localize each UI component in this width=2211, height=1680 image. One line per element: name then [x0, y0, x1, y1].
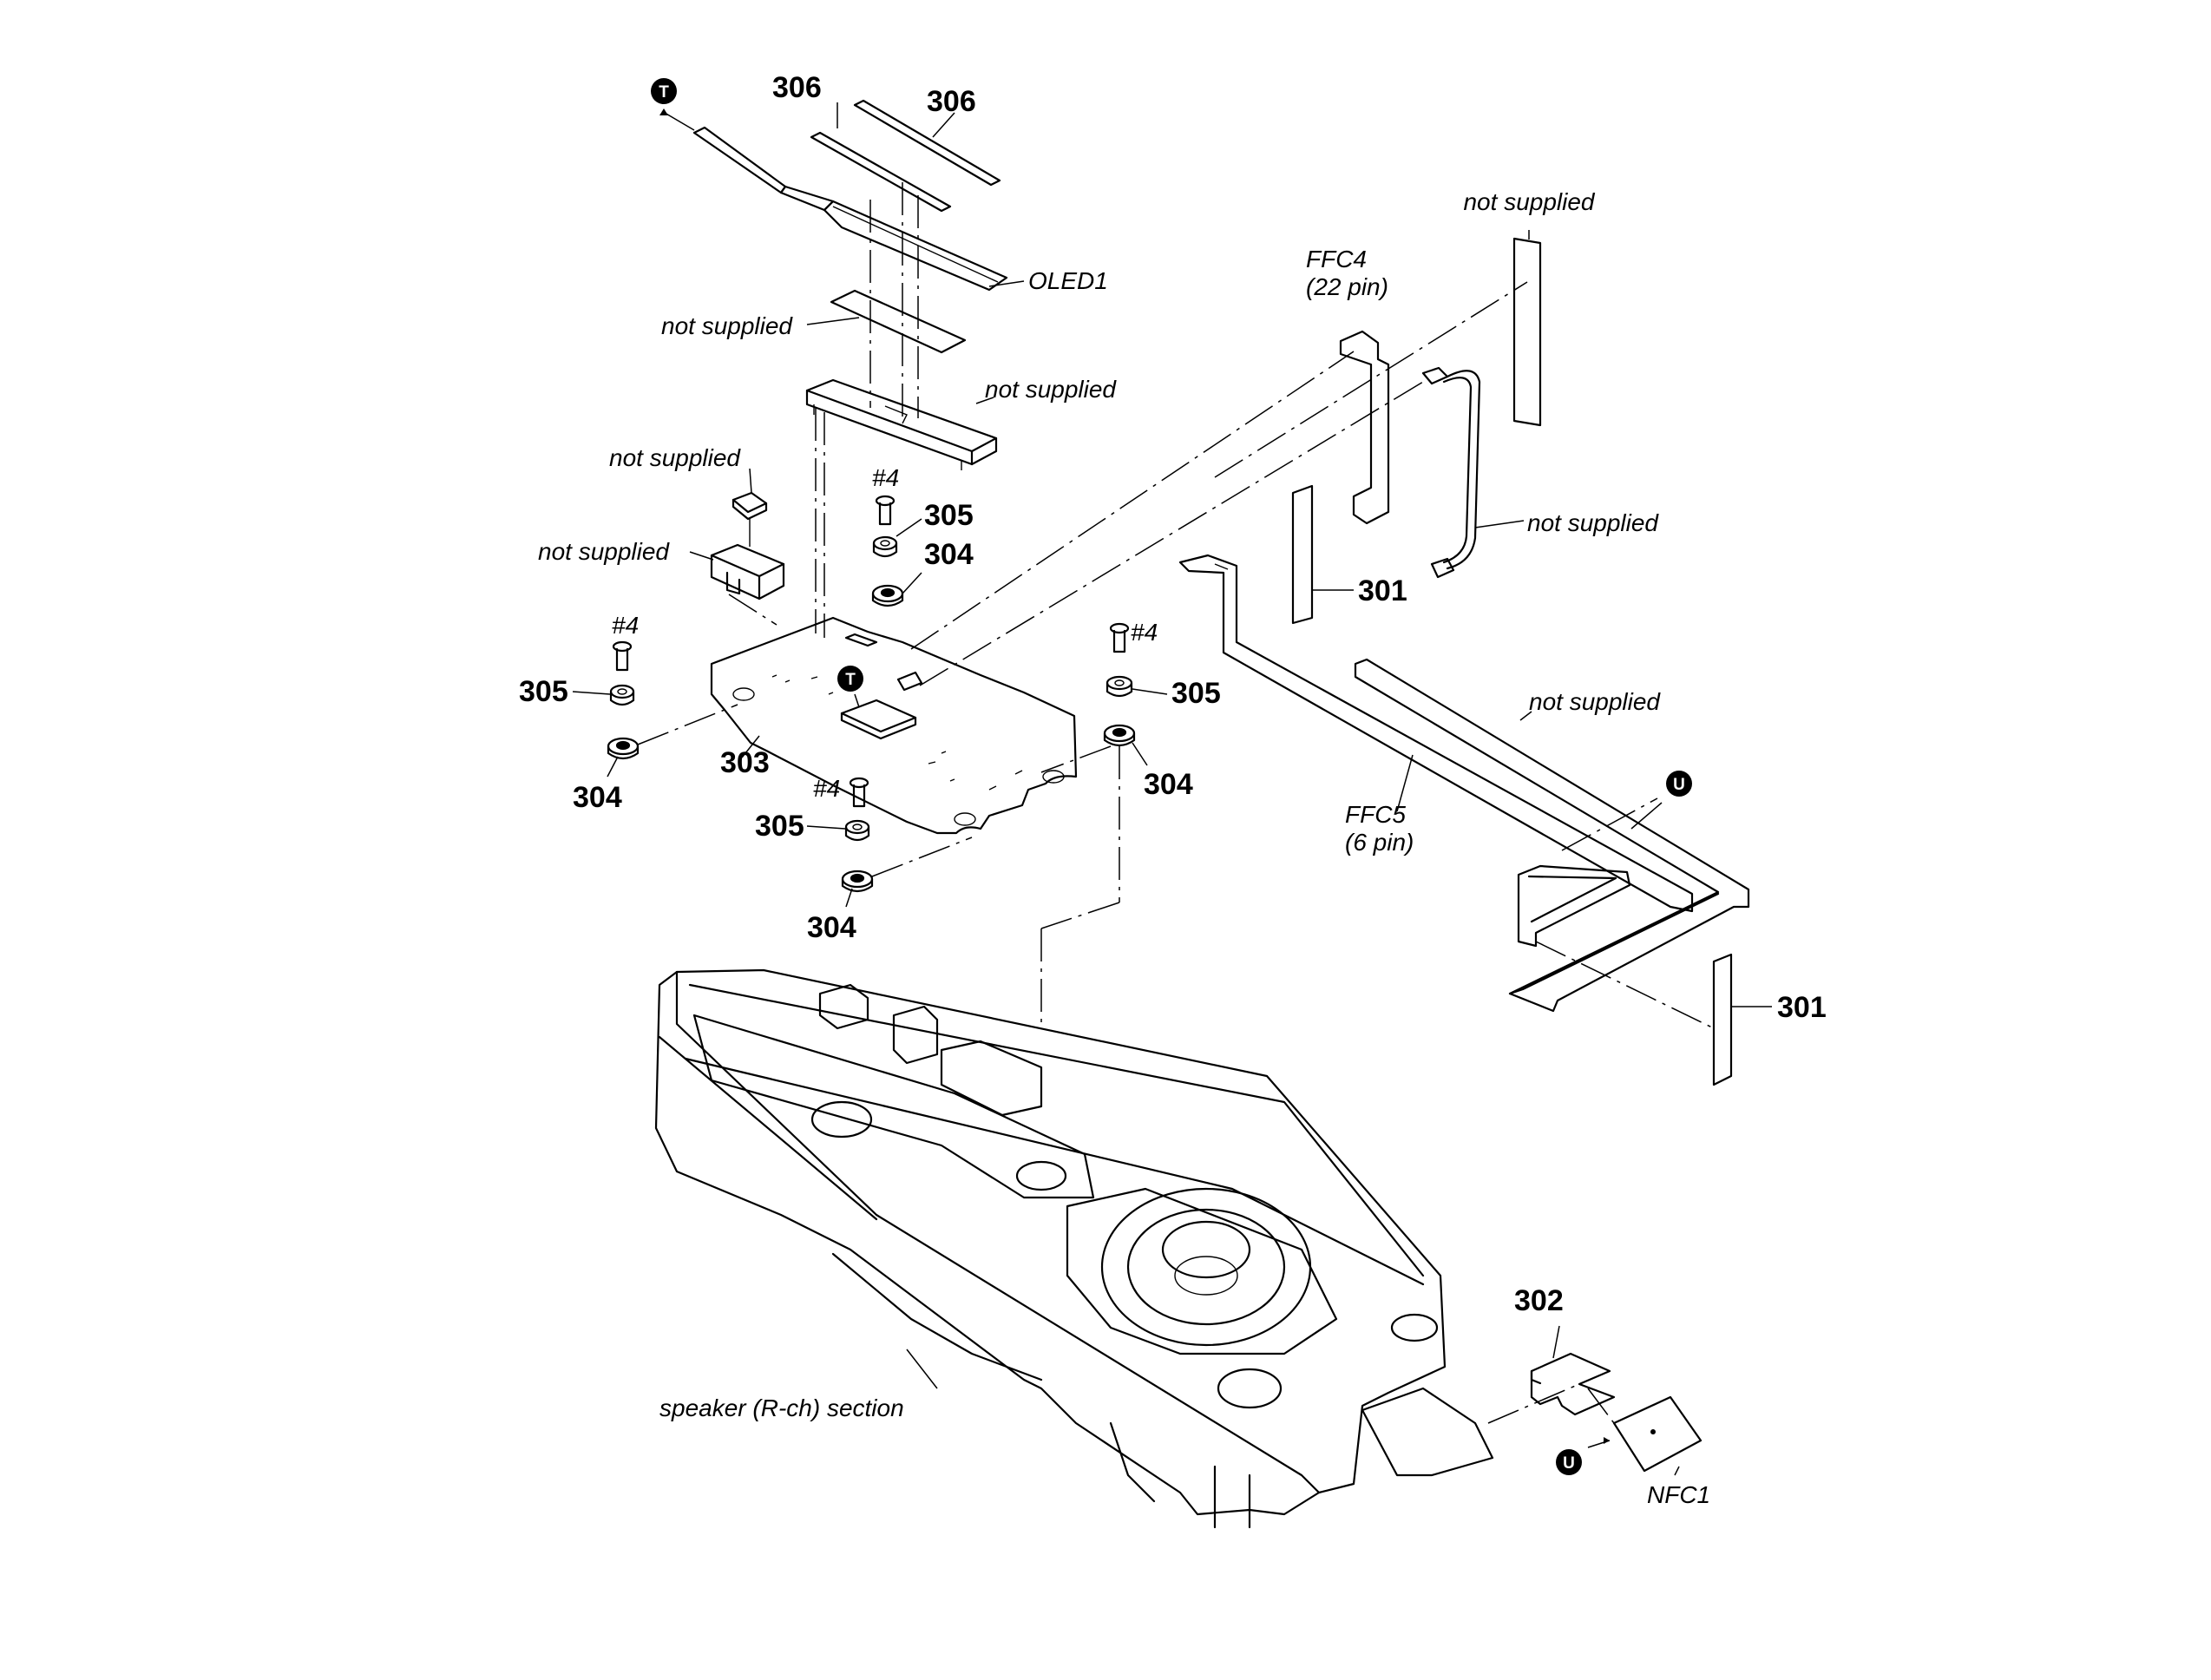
strip-306-b [853, 99, 1001, 187]
part-number-304-left: 304 [573, 781, 622, 814]
label-speaker-section: speaker (R-ch) section [659, 1395, 904, 1421]
label-not-supplied-block: not supplied [538, 538, 670, 565]
label-not-supplied-tape: not supplied [1463, 188, 1595, 215]
not-supplied-block [710, 543, 785, 600]
part-number-306-b: 306 [927, 85, 976, 118]
label-not-supplied-wire: not supplied [1527, 509, 1659, 536]
part-number-302: 302 [1514, 1284, 1564, 1317]
strip-306-a [810, 131, 952, 213]
part-number-304-right: 304 [1144, 768, 1193, 801]
label-not-supplied-holder: not supplied [985, 376, 1117, 403]
grommet-304-bottom [841, 870, 874, 893]
part-number-305-bottom: 305 [755, 810, 804, 843]
nfc1-board [1612, 1395, 1703, 1473]
svg-text:T: T [845, 671, 856, 689]
label-ffc4-pin: (22 pin) [1306, 273, 1388, 300]
washer-305-top [872, 535, 898, 558]
marker-t-top: T [651, 78, 677, 115]
part-number-301-upper: 301 [1358, 574, 1407, 607]
screw-top [875, 495, 896, 526]
strip-301-lower [1712, 953, 1733, 1086]
ffc5-cable [1178, 554, 1694, 913]
ffc4-cable [1339, 330, 1390, 525]
pcb-303 [710, 616, 1078, 835]
svg-text:T: T [659, 83, 669, 102]
washer-305-left [609, 684, 635, 706]
part-number-305-right: 305 [1171, 677, 1221, 710]
grommet-304-right [1103, 724, 1136, 747]
svg-text:U: U [1673, 776, 1685, 794]
bracket-302 [1530, 1352, 1616, 1416]
label-not-supplied-cap: not supplied [609, 444, 741, 471]
marker-t-board: T [837, 666, 863, 692]
grommet-304-top [871, 584, 904, 607]
not-supplied-wire [1421, 366, 1481, 579]
screw-label-bottom: #4 [813, 775, 840, 802]
oled-flat-cable [692, 126, 1008, 292]
label-not-supplied-strip: not supplied [661, 312, 793, 339]
screw-right [1109, 622, 1130, 653]
part-number-306-a: 306 [772, 71, 822, 104]
label-ffc5-pin: (6 pin) [1345, 829, 1414, 856]
part-number-305-top: 305 [924, 499, 974, 532]
screw-left [612, 640, 633, 672]
not-supplied-tape [1512, 237, 1542, 427]
washer-305-right [1106, 675, 1133, 698]
part-number-304-top: 304 [924, 538, 974, 571]
grommet-304-left [607, 737, 640, 760]
not-supplied-cap [732, 491, 768, 521]
part-number-301-lower: 301 [1777, 991, 1827, 1024]
marker-u-ffc: U [1666, 771, 1692, 797]
part-number-303: 303 [720, 746, 770, 779]
washer-305-bottom [844, 819, 870, 842]
svg-text:U: U [1563, 1454, 1575, 1473]
speaker-r-ch-section [654, 968, 1494, 1529]
label-nfc1: NFC1 [1647, 1481, 1710, 1508]
marker-u-nfc: U [1556, 1449, 1582, 1475]
screw-label-right: #4 [1131, 619, 1158, 646]
not-supplied-strip [830, 289, 967, 354]
label-ffc4-name: FFC4 [1306, 246, 1367, 272]
label-oled1: OLED1 [1028, 267, 1108, 294]
strip-301-upper [1291, 484, 1314, 625]
label-not-supplied-cable: not supplied [1529, 688, 1661, 715]
screw-label-top: #4 [872, 464, 899, 491]
label-ffc5-name: FFC5 [1345, 801, 1406, 828]
not-supplied-holder [805, 378, 998, 470]
not-supplied-cable [1354, 658, 1750, 1013]
screw-label-left: #4 [612, 612, 639, 639]
part-number-304-bottom: 304 [807, 911, 856, 944]
part-number-305-left: 305 [519, 675, 568, 708]
